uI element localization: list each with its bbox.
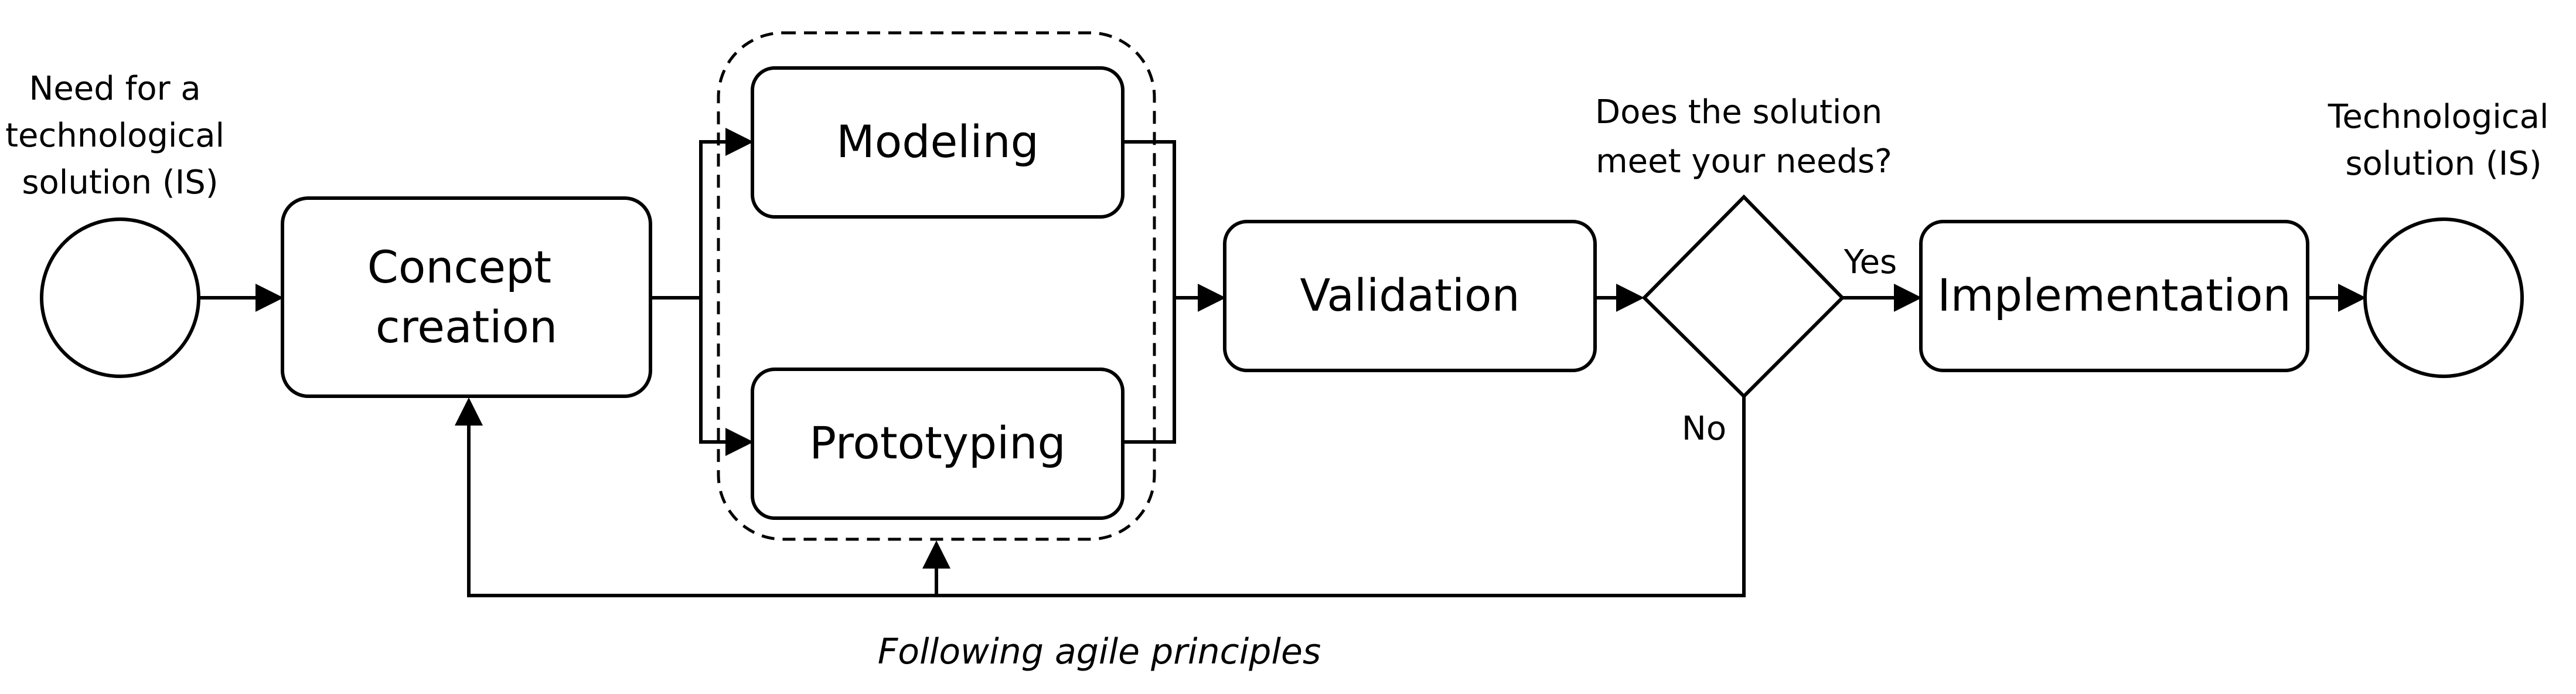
flow-modeling-out <box>1123 140 1176 298</box>
start-label-line-3: solution (IS) <box>22 164 218 202</box>
flow-prototyping-out <box>1123 298 1176 444</box>
task-modeling: Modeling <box>751 66 1125 219</box>
task-prototyping: Prototyping <box>751 368 1125 520</box>
modeling-label: Modeling <box>836 115 1039 168</box>
decision-diamond <box>1641 194 1845 399</box>
agile-group-boundary <box>717 31 1156 541</box>
task-implementation: Implementation <box>1919 220 2309 372</box>
start-label-line-2: technological <box>5 117 224 155</box>
implementation-label: Implementation <box>1937 269 2291 321</box>
decision-question: Does the solution meet your needs? <box>1595 93 1893 181</box>
task-validation: Validation <box>1223 220 1597 372</box>
decision-no-label: No <box>1682 410 1726 448</box>
start-label-line-1: Need for a <box>29 70 200 108</box>
start-event: Need for a technological solution (IS) <box>5 70 235 378</box>
concept-box <box>281 196 652 398</box>
start-event-circle <box>40 217 200 378</box>
flow-no-back-to-concept <box>455 396 1746 597</box>
flow-to-modeling <box>699 128 754 298</box>
end-label-line-1: Technological <box>2328 98 2549 136</box>
end-label-line-2: solution (IS) <box>2345 145 2541 183</box>
decision-gateway: Does the solution meet your needs? Yes N… <box>1595 93 1897 448</box>
task-concept-creation: Concept creation <box>281 196 652 398</box>
end-event-label: Technological solution (IS) <box>2328 98 2560 183</box>
agile-group-caption: Following agile principles <box>878 631 1321 672</box>
concept-label-line-1: Concept <box>367 241 551 293</box>
decision-question-line-2: meet your needs? <box>1596 142 1892 181</box>
decision-yes-label: Yes <box>1844 243 1897 281</box>
end-event: Technological solution (IS) <box>2328 98 2560 378</box>
end-event-circle <box>2363 217 2524 378</box>
decision-question-line-1: Does the solution <box>1595 93 1882 131</box>
concept-label: Concept creation <box>367 241 566 353</box>
prototyping-label: Prototyping <box>809 417 1065 469</box>
start-event-label: Need for a technological solution (IS) <box>5 70 235 202</box>
concept-label-line-2: creation <box>376 301 557 353</box>
validation-label: Validation <box>1300 269 1519 321</box>
flow-to-prototyping <box>699 298 754 456</box>
